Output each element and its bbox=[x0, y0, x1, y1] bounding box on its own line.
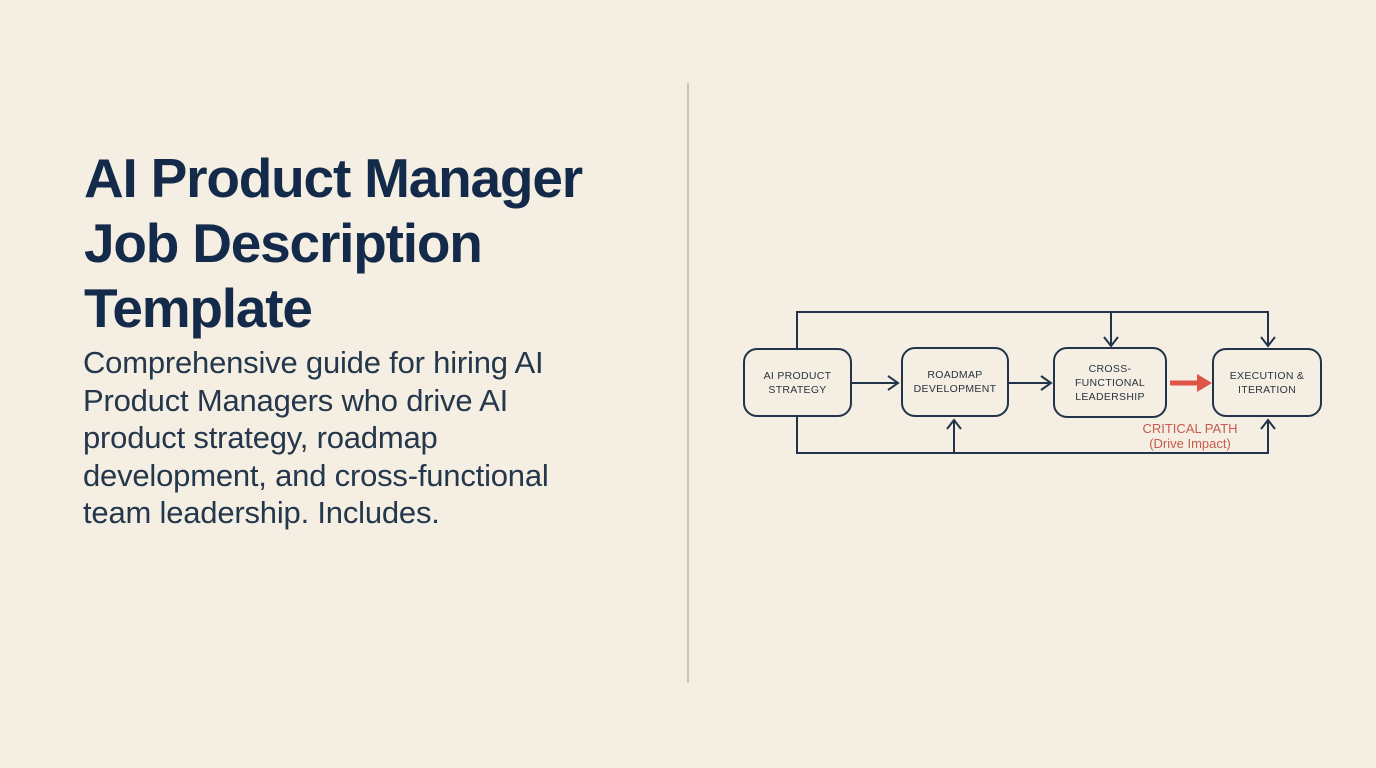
subtitle-line-3: product strategy, roadmap bbox=[83, 420, 438, 456]
critical-path-label: CRITICAL PATH (Drive Impact) bbox=[1126, 421, 1254, 451]
title-line-2: Job Description bbox=[84, 212, 483, 274]
page-title: AI Product Manager Job Description Templ… bbox=[84, 146, 583, 341]
arrowhead-bottom-into-execution bbox=[1260, 418, 1276, 430]
critical-path-title: CRITICAL PATH bbox=[1142, 421, 1238, 436]
node-label-line: AI PRODUCT bbox=[763, 369, 832, 382]
flow-node-execution-iteration: EXECUTION & ITERATION bbox=[1212, 348, 1322, 417]
arrowhead-strategy-to-roadmap bbox=[887, 375, 900, 391]
node-label-line: STRATEGY bbox=[768, 383, 827, 396]
subtitle-line-2: Product Managers who drive AI bbox=[83, 382, 508, 418]
flow-node-roadmap-development: ROADMAP DEVELOPMENT bbox=[901, 347, 1009, 417]
node-label-line: DEVELOPMENT bbox=[913, 383, 997, 395]
node-label-line: CROSS- bbox=[1088, 362, 1132, 375]
critical-path-arrow bbox=[1170, 374, 1212, 392]
critical-path-subtitle: (Drive Impact) bbox=[1149, 435, 1231, 451]
node-label-line: FUNCTIONAL bbox=[1074, 376, 1146, 389]
top-feedback-line bbox=[796, 311, 1269, 348]
title-line-1: AI Product Manager bbox=[84, 147, 583, 209]
node-label-line: ITERATION bbox=[1238, 383, 1296, 396]
page-subtitle: Comprehensive guide for hiring AI Produc… bbox=[83, 344, 549, 532]
arrowhead-top-into-leadership bbox=[1103, 336, 1119, 348]
subtitle-line-5: team leadership. Includes. bbox=[83, 495, 440, 531]
node-label-line: LEADERSHIP bbox=[1075, 390, 1145, 403]
title-line-3: Template bbox=[84, 277, 313, 339]
flow-node-cross-functional-leadership: CROSS- FUNCTIONAL LEADERSHIP bbox=[1053, 347, 1167, 418]
subtitle-line-1: Comprehensive guide for hiring AI bbox=[83, 345, 544, 380]
panel-divider bbox=[687, 83, 689, 683]
flow-node-ai-product-strategy: AI PRODUCT STRATEGY bbox=[743, 348, 852, 417]
arrowhead-bottom-into-roadmap bbox=[946, 418, 962, 430]
subtitle-line-4: development, and cross-functional bbox=[83, 457, 549, 493]
arrowhead-top-into-execution bbox=[1260, 336, 1276, 348]
node-label-line: ROADMAP bbox=[927, 369, 983, 381]
arrowhead-roadmap-to-leadership bbox=[1040, 375, 1053, 391]
node-label-line: EXECUTION & bbox=[1229, 369, 1305, 382]
